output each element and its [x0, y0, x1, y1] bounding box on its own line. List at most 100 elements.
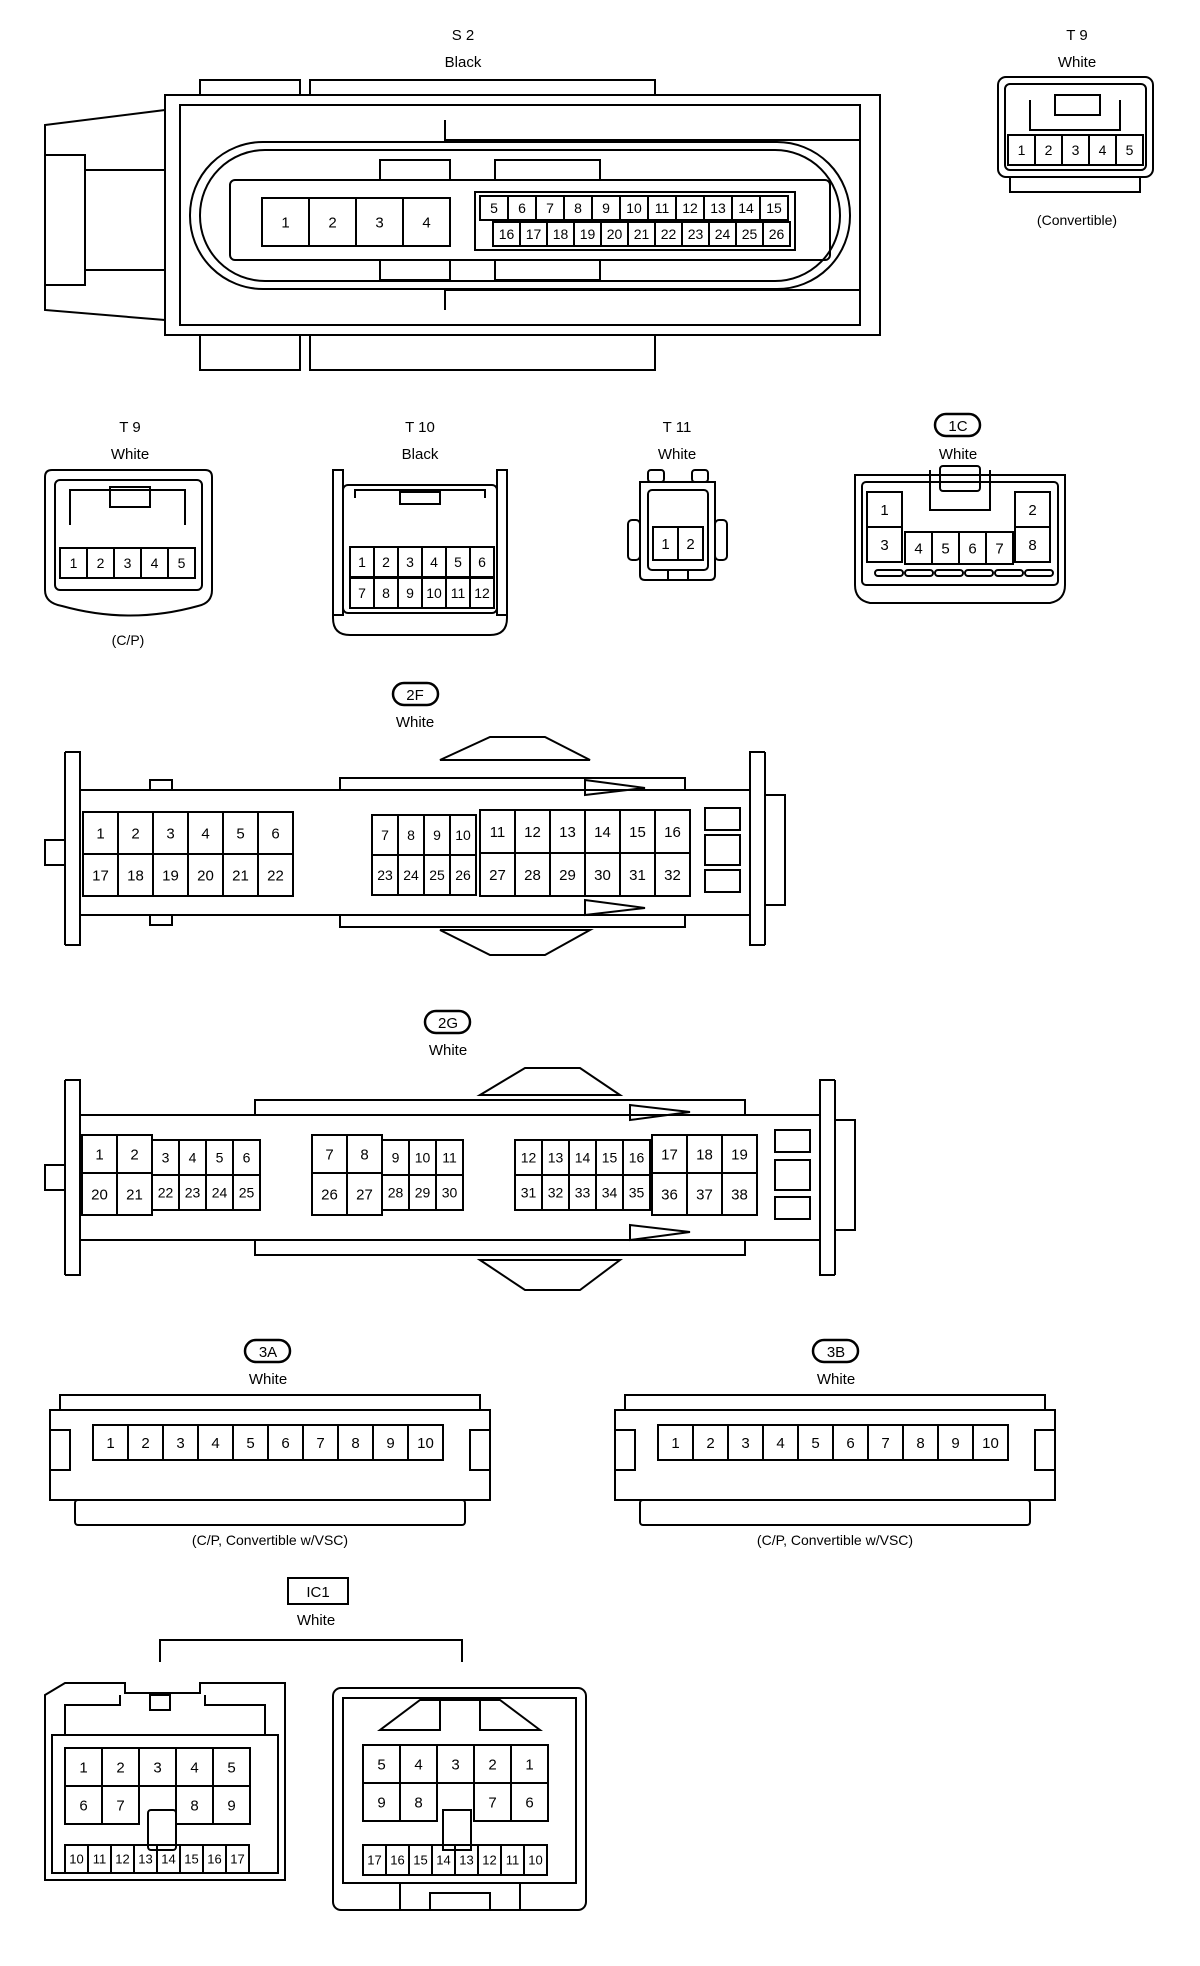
connector-2f-id: 2F: [406, 687, 424, 704]
pin-number: 16: [207, 1852, 221, 1867]
pin-number: 9: [433, 827, 441, 843]
pin-number: 3: [176, 1435, 184, 1452]
pin-number: 28: [388, 1184, 404, 1200]
pin-number: 4: [190, 1759, 198, 1776]
pin-number: 12: [682, 200, 698, 216]
pin-number: 22: [158, 1184, 174, 1200]
pin-number: 4: [776, 1435, 784, 1452]
pin-cell: [654, 852, 691, 897]
pin-number: 1: [70, 555, 78, 571]
pin-number: 19: [731, 1146, 748, 1163]
pin-number: 16: [664, 824, 681, 841]
pin-number: 11: [442, 1149, 457, 1165]
pin-cell: [435, 1174, 464, 1211]
pin-number: 13: [459, 1853, 473, 1868]
pin-number: 20: [607, 226, 623, 242]
pin-number: 19: [162, 867, 179, 884]
pin-number: 10: [69, 1852, 83, 1867]
pin-number: 2: [1045, 142, 1053, 158]
pin-number: 8: [190, 1797, 198, 1814]
connector-1c-color: White: [939, 446, 977, 463]
pin-number: 10: [426, 585, 442, 601]
pin-number: 13: [710, 200, 726, 216]
pin-number: 29: [559, 867, 576, 884]
pin-number: 19: [580, 226, 596, 242]
pin-number: 9: [406, 585, 414, 601]
pin-number: 17: [367, 1853, 381, 1868]
pin-number: 8: [351, 1435, 359, 1452]
pin-number: 21: [232, 867, 249, 884]
pin-number: 6: [968, 540, 976, 557]
pin-number: 1: [880, 502, 888, 519]
pin-number: 12: [482, 1853, 496, 1868]
pin-number: 29: [415, 1184, 431, 1200]
pin-number: 8: [916, 1435, 924, 1452]
pin-number: 4: [914, 540, 922, 557]
pin-cell: [972, 1424, 1009, 1461]
pin-number: 7: [995, 540, 1003, 557]
pin-number: 12: [524, 824, 541, 841]
pin-cell: [510, 1782, 549, 1822]
pin-number: 34: [602, 1184, 618, 1200]
pin-number: 1: [671, 1435, 679, 1452]
pin-number: 32: [664, 867, 681, 884]
pin-number: 23: [185, 1184, 201, 1200]
connector-2f-color: White: [396, 714, 434, 731]
pin-cell: [402, 197, 451, 247]
connector-1c-id: 1C: [948, 418, 967, 435]
pin-number: 10: [626, 200, 642, 216]
pin-number: 8: [574, 200, 582, 216]
connector-2g-color: White: [429, 1042, 467, 1059]
pin-number: 17: [661, 1146, 678, 1163]
pin-number: 30: [442, 1184, 458, 1200]
pin-number: 4: [201, 825, 209, 842]
pin-number: 2: [1028, 502, 1036, 519]
connector-t9-conv-note: (Convertible): [1037, 212, 1117, 228]
pin-cell: [101, 1785, 140, 1825]
pin-cell: [449, 854, 477, 896]
pin-number: 15: [629, 824, 646, 841]
pin-number: 2: [328, 214, 336, 231]
pin-number: 14: [738, 200, 754, 216]
pin-number: 10: [415, 1149, 431, 1165]
pin-number: 37: [696, 1186, 713, 1203]
pin-number: 3: [166, 825, 174, 842]
pin-number: 15: [766, 200, 782, 216]
pin-number: 5: [941, 540, 949, 557]
pin-number: 14: [575, 1149, 591, 1165]
pin-number: 17: [526, 226, 542, 242]
pin-number: 10: [455, 827, 471, 843]
connector-t10-color: Black: [402, 446, 439, 463]
connector-3a-id: 3A: [259, 1344, 277, 1361]
connector-t9-cp-id: T 9: [119, 419, 140, 436]
pin-number: 21: [126, 1186, 143, 1203]
pin-number: 25: [742, 226, 758, 242]
pin-number: 32: [548, 1184, 564, 1200]
pin-number: 11: [506, 1853, 520, 1868]
pin-cell: [225, 1844, 250, 1874]
pin-number: 4: [151, 555, 159, 571]
pin-number: 10: [982, 1435, 999, 1452]
pin-number: 10: [528, 1853, 542, 1868]
pin-number: 20: [91, 1186, 108, 1203]
pin-number: 5: [454, 554, 462, 570]
pin-number: 1: [106, 1435, 114, 1452]
pin-number: 18: [696, 1146, 713, 1163]
pin-number: 2: [97, 555, 105, 571]
pin-number: 35: [629, 1184, 645, 1200]
pin-number: 5: [1126, 142, 1134, 158]
pin-number: 1: [358, 554, 366, 570]
connector-t11-id: T 11: [663, 419, 692, 436]
pin-number: 5: [377, 1756, 385, 1773]
pin-number: 11: [490, 824, 506, 841]
connector-3a-color: White: [249, 1371, 287, 1388]
pin-number: 7: [488, 1794, 496, 1811]
pin-number: 24: [212, 1184, 228, 1200]
pin-number: 9: [377, 1794, 385, 1811]
pin-cell: [677, 526, 704, 561]
